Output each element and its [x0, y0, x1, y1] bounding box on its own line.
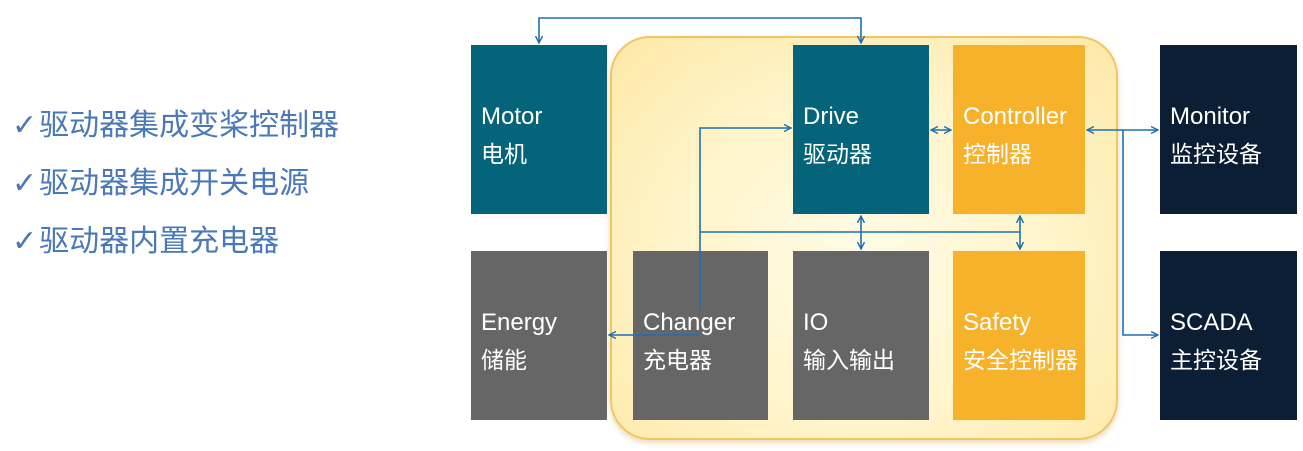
- io-block: IO 输入输出: [793, 251, 929, 420]
- monitor-block: Monitor 监控设备: [1160, 45, 1297, 214]
- energy-label-en: Energy: [481, 309, 558, 336]
- safety-label-cn: 安全控制器: [963, 348, 1078, 374]
- motor-label-en: Motor: [481, 103, 543, 130]
- check-icon: ✓: [12, 108, 38, 143]
- changer-label-en: Changer: [643, 309, 736, 336]
- monitor-label-en: Monitor: [1170, 103, 1251, 130]
- io-label-cn: 输入输出: [803, 348, 895, 374]
- check-icon: ✓: [12, 224, 38, 259]
- energy-block: Energy 储能: [471, 251, 607, 420]
- drive-label-en: Drive: [803, 103, 860, 130]
- feature-list: ✓驱动器集成变桨控制器 ✓驱动器集成开关电源 ✓驱动器内置充电器: [12, 104, 339, 278]
- scada-label-en: SCADA: [1170, 309, 1253, 336]
- changer-drive-link: [699, 128, 791, 310]
- monitor-label-cn: 监控设备: [1170, 142, 1262, 168]
- check-icon: ✓: [12, 166, 38, 201]
- scada-label-cn: 主控设备: [1170, 348, 1262, 374]
- energy-label-cn: 储能: [481, 348, 527, 374]
- feature-item: ✓驱动器内置充电器: [12, 220, 339, 278]
- feature-text: 驱动器集成开关电源: [39, 166, 310, 201]
- controller-scada-link: [1122, 130, 1158, 335]
- motor-block: Motor 电机: [471, 45, 607, 214]
- io-label-en: IO: [803, 309, 829, 336]
- controller-label-cn: 控制器: [963, 142, 1032, 168]
- motor-label-cn: 电机: [481, 142, 527, 168]
- safety-label-en: Safety: [963, 309, 1032, 336]
- changer-label-cn: 充电器: [643, 348, 712, 374]
- scada-block: SCADA 主控设备: [1160, 251, 1297, 420]
- safety-block: Safety 安全控制器: [953, 251, 1085, 420]
- drive-block: Drive 驱动器: [793, 45, 929, 214]
- controller-block: Controller 控制器: [953, 45, 1085, 214]
- drive-label-cn: 驱动器: [803, 142, 872, 168]
- controller-label-en: Controller: [963, 103, 1068, 130]
- feature-item: ✓驱动器集成开关电源: [12, 162, 339, 220]
- feature-item: ✓驱动器集成变桨控制器: [12, 104, 339, 162]
- motor-drive-link: [539, 17, 861, 43]
- feature-text: 驱动器内置充电器: [39, 224, 280, 259]
- feature-text: 驱动器集成变桨控制器: [39, 108, 340, 143]
